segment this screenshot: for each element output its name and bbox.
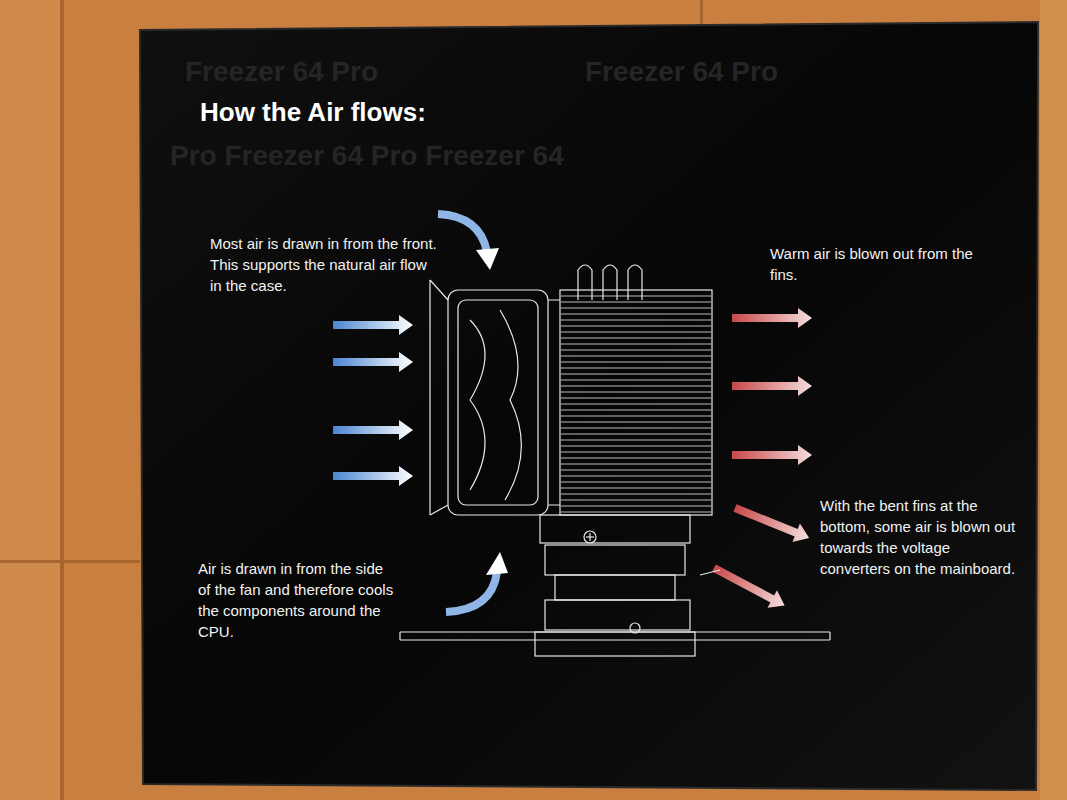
cooling-fin xyxy=(561,500,711,501)
cooling-fin xyxy=(561,380,711,381)
cooling-fin xyxy=(561,476,711,477)
cooling-fin xyxy=(561,428,711,429)
cooling-fin xyxy=(561,368,711,369)
cooling-fin xyxy=(561,410,711,411)
cooling-fin xyxy=(561,446,711,447)
cooling-fin xyxy=(561,338,711,339)
cooling-fin xyxy=(561,434,711,435)
watermark: Pro Freezer 64 Pro Freezer 64 xyxy=(170,140,564,172)
airflow-note: With the bent fins at the bottom, some a… xyxy=(820,495,1020,579)
cooling-fin xyxy=(561,398,711,399)
cooling-fin xyxy=(561,302,711,303)
cooling-fin xyxy=(561,296,711,297)
cooling-fin xyxy=(561,326,711,327)
watermark: Freezer 64 Pro xyxy=(185,56,378,88)
cooling-fin xyxy=(561,314,711,315)
airflow-note: Most air is drawn in from the front. Thi… xyxy=(210,233,440,296)
cooling-fin xyxy=(561,392,711,393)
cooling-fin xyxy=(561,458,711,459)
cooling-fin xyxy=(561,482,711,483)
cooling-fin xyxy=(561,320,711,321)
airflow-note: Warm air is blown out from the fins. xyxy=(770,243,995,285)
cooling-fin xyxy=(561,308,711,309)
cooling-fin xyxy=(561,452,711,453)
cooling-fin xyxy=(561,464,711,465)
cooling-fin xyxy=(561,488,711,489)
cooling-fin xyxy=(561,470,711,471)
cooling-fin xyxy=(561,404,711,405)
cooling-fin xyxy=(561,506,711,507)
cooling-fin xyxy=(561,422,711,423)
cooling-fin xyxy=(561,362,711,363)
cooling-fin xyxy=(561,386,711,387)
cooling-fin xyxy=(561,440,711,441)
cooling-fin xyxy=(561,356,711,357)
cooling-fin xyxy=(561,416,711,417)
cooling-fin xyxy=(561,344,711,345)
cooling-fin xyxy=(561,350,711,351)
watermark: Freezer 64 Pro xyxy=(585,56,778,88)
airflow-note: Air is drawn in from the side of the fan… xyxy=(198,558,398,642)
cooling-fin xyxy=(561,494,711,495)
cooling-fin xyxy=(561,374,711,375)
diagram-title: How the Air flows: xyxy=(200,97,426,128)
cooling-fin xyxy=(561,332,711,333)
cooling-fin xyxy=(561,512,711,513)
